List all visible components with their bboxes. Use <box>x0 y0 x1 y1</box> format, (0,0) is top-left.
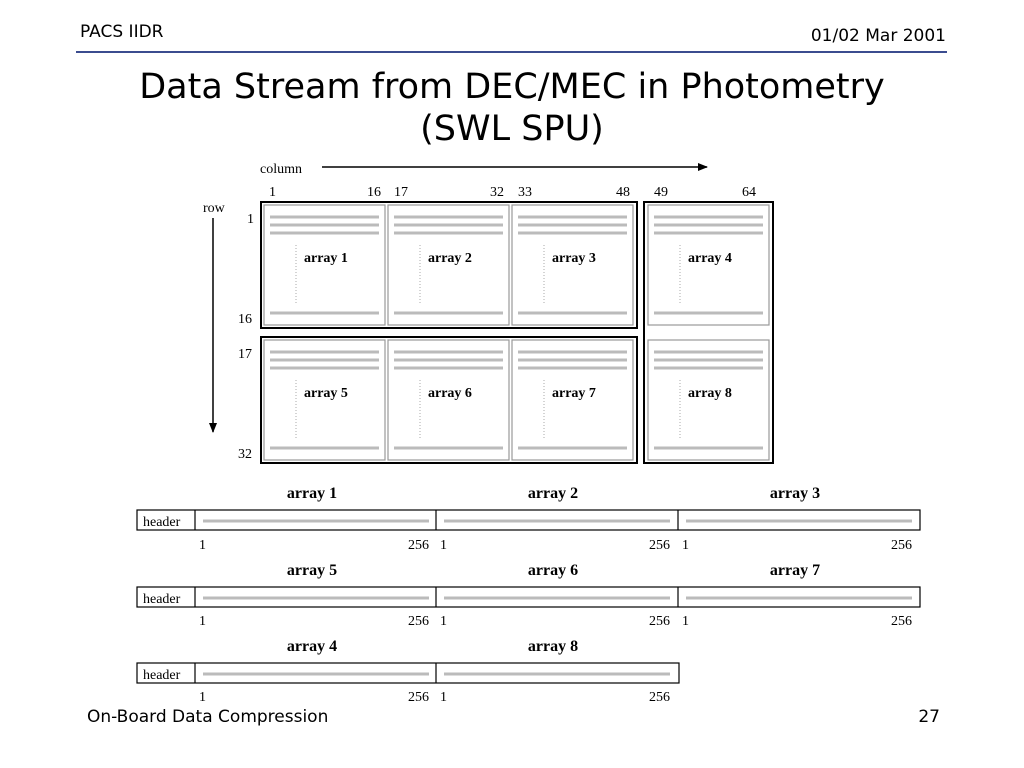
column-tick: 1 <box>269 185 276 200</box>
range-end: 256 <box>408 614 429 629</box>
stream-array-label: array 6 <box>528 562 578 579</box>
array-cell: array 4 <box>647 204 770 326</box>
array-label: array 2 <box>428 251 472 266</box>
array-label: array 6 <box>428 386 472 401</box>
header-right: 01/02 Mar 2001 <box>810 26 946 46</box>
group-frame-top-left <box>260 201 638 329</box>
range-start: 1 <box>682 538 689 553</box>
array-cell: array 6 <box>387 339 510 461</box>
range-end: 256 <box>649 538 670 553</box>
row-tick: 16 <box>238 312 252 327</box>
range-start: 1 <box>440 538 447 553</box>
stream-row: header array 1 1 256 array 2 1 256 array 3 1 256 <box>136 485 921 553</box>
array-label: array 5 <box>304 386 348 401</box>
stream-array-label: array 1 <box>287 485 337 502</box>
array-cell: array 1 <box>263 204 386 326</box>
header-label: header <box>143 515 181 530</box>
title-line-2: (SWL SPU) <box>420 109 604 149</box>
row-tick: 1 <box>247 212 254 227</box>
array-cell: array 8 <box>647 339 770 461</box>
page-title: Data Stream from DEC/MEC in Photometry (… <box>0 66 1024 150</box>
array-label: array 8 <box>688 386 732 401</box>
stream-array-label: array 4 <box>287 638 337 655</box>
range-start: 1 <box>199 614 206 629</box>
header-divider <box>76 51 947 53</box>
range-start: 1 <box>199 690 206 705</box>
header-label: header <box>143 668 181 683</box>
row-tick: 32 <box>238 447 252 462</box>
header-left: PACS IIDR <box>80 22 164 42</box>
column-label: column <box>260 162 302 177</box>
title-line-1: Data Stream from DEC/MEC in Photometry <box>139 67 885 107</box>
stream-row: header array 4 1 256 array 8 1 256 <box>136 638 680 705</box>
column-tick: 16 <box>367 185 381 200</box>
group-frame-right <box>643 201 774 464</box>
group-frame-bottom-left <box>260 336 638 464</box>
array-label: array 7 <box>552 386 596 401</box>
stream-array-label: array 5 <box>287 562 337 579</box>
range-end: 256 <box>408 538 429 553</box>
array-cell: array 2 <box>387 204 510 326</box>
range-start: 1 <box>440 614 447 629</box>
array-label: array 1 <box>304 251 348 266</box>
array-cell: array 5 <box>263 339 386 461</box>
range-end: 256 <box>891 614 912 629</box>
stream-array-label: array 7 <box>770 562 820 579</box>
array-label: array 4 <box>688 251 732 266</box>
range-end: 256 <box>408 690 429 705</box>
range-start: 1 <box>199 538 206 553</box>
stream-array-label: array 2 <box>528 485 578 502</box>
row-tick: 17 <box>238 347 252 362</box>
stream-array-label: array 8 <box>528 638 578 655</box>
column-tick: 32 <box>490 185 504 200</box>
header-label: header <box>143 592 181 607</box>
array-label: array 3 <box>552 251 596 266</box>
range-end: 256 <box>649 614 670 629</box>
range-start: 1 <box>682 614 689 629</box>
range-end: 256 <box>891 538 912 553</box>
column-tick: 49 <box>654 185 668 200</box>
array-cell: array 7 <box>511 339 634 461</box>
range-start: 1 <box>440 690 447 705</box>
stream-array-label: array 3 <box>770 485 820 502</box>
column-tick: 48 <box>616 185 630 200</box>
footer-left: On-Board Data Compression <box>87 707 329 727</box>
column-tick: 17 <box>394 185 408 200</box>
column-tick: 64 <box>742 185 756 200</box>
footer-right: 27 <box>918 707 940 727</box>
row-label: row <box>203 201 226 216</box>
range-end: 256 <box>649 690 670 705</box>
column-tick: 33 <box>518 185 532 200</box>
array-cell: array 3 <box>511 204 634 326</box>
stream-row: header array 5 1 256 array 6 1 256 array 7 1 256 <box>136 562 921 629</box>
